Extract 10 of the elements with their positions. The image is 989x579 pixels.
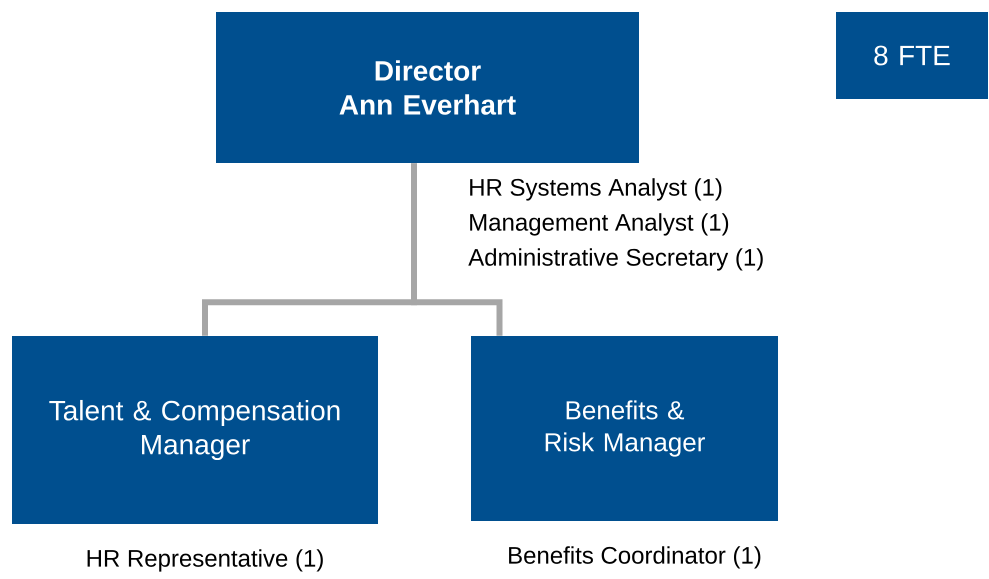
connector-line	[411, 163, 502, 336]
staff-text: HR Systems Analyst (1)	[470, 178, 722, 201]
staff-text: Administrative Secretary (1)	[468, 248, 763, 271]
org-box: Director Ann Everhart	[216, 12, 639, 163]
staff-text: Benefits Coordinator (1)	[509, 546, 760, 569]
staff-text: Management Analyst (1)	[470, 213, 728, 236]
org-box: Benefits & Risk Manager	[471, 336, 778, 521]
header-box: 8 FTE	[836, 12, 988, 99]
staff-text: HR Representative (1)	[88, 549, 323, 572]
org-box: Talent & Compensation Manager	[12, 336, 378, 524]
